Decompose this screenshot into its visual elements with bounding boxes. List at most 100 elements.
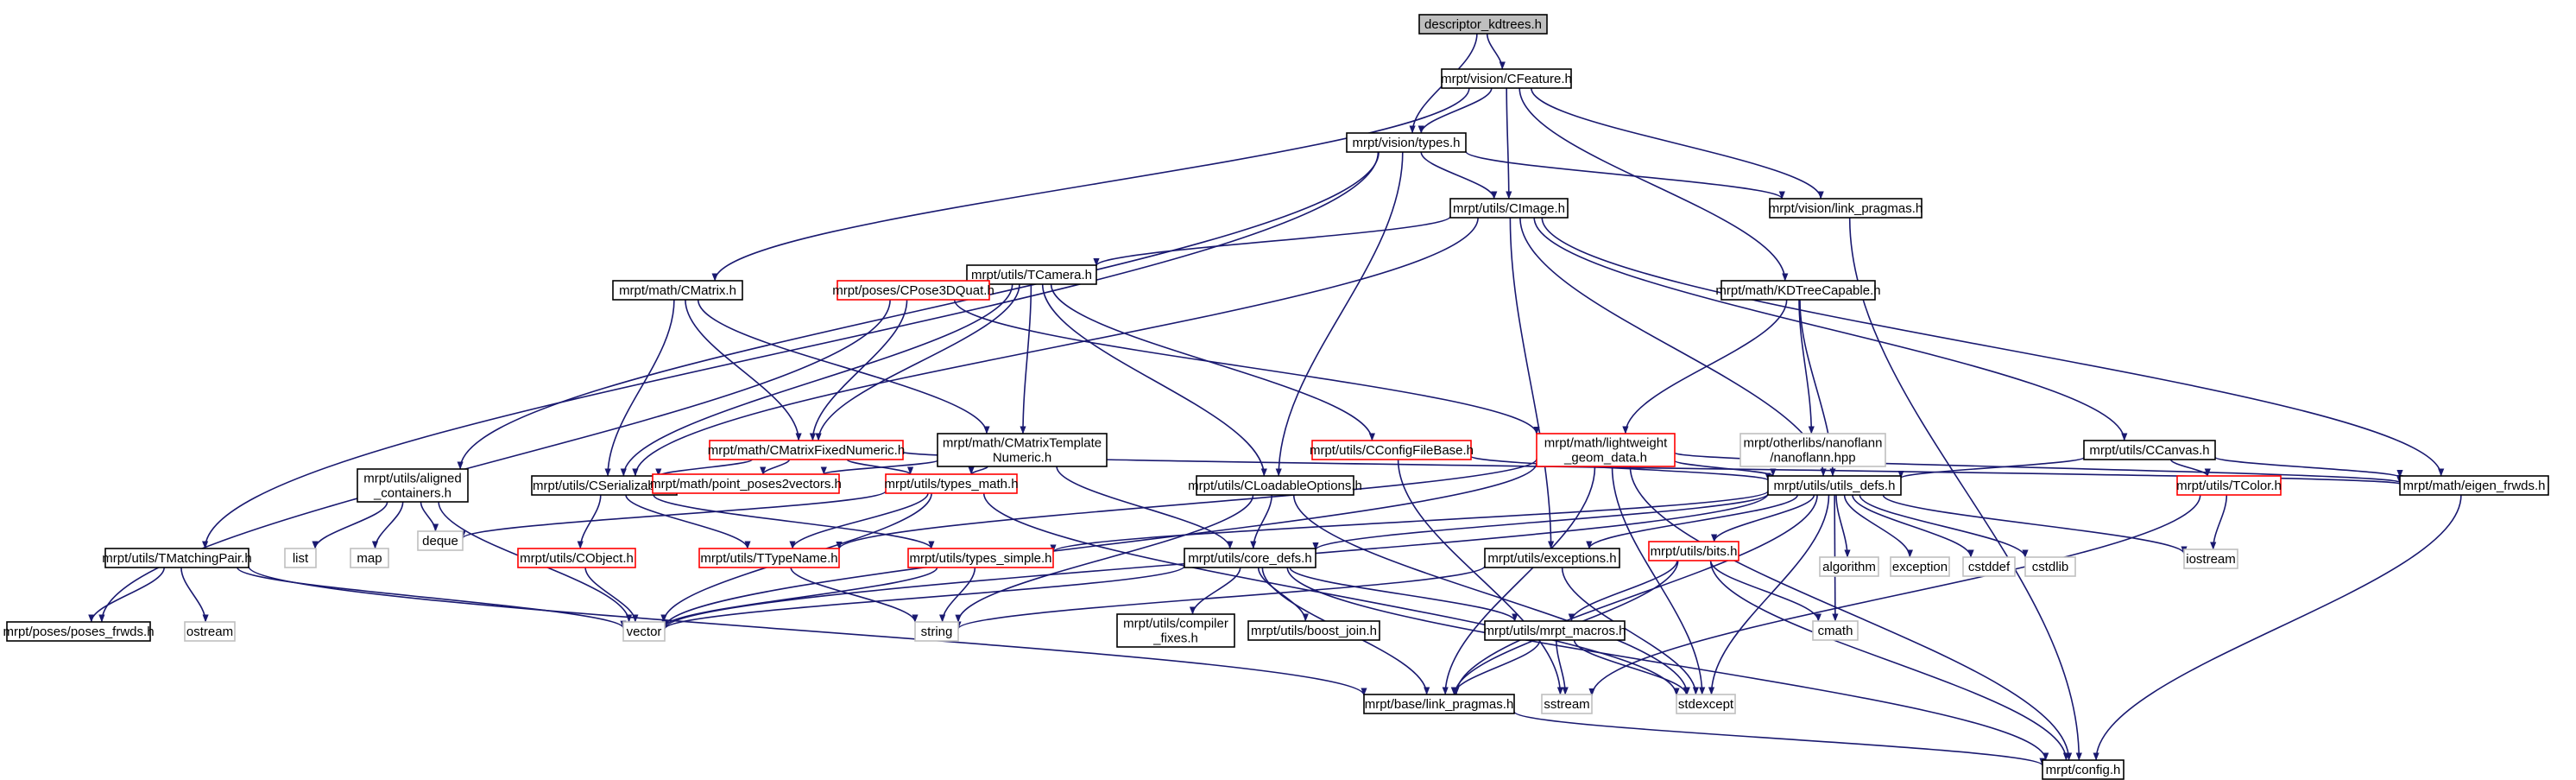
edge-cserializable-to-ttypename: [625, 494, 751, 549]
node-cmatrix[interactable]: mrpt/math/CMatrix.h: [612, 280, 743, 301]
node-label-ccanvas: mrpt/utils/CCanvas.h: [2089, 443, 2209, 458]
node-lightweight[interactable]: mrpt/math/lightweight_geom_data.h: [1536, 433, 1676, 467]
node-label-lightweight-line-2: _geom_data.h: [1563, 451, 1647, 466]
edge-kdtree-to-lightweight: [1622, 299, 1788, 434]
edge-lightweight-to-stdexcept: [1611, 466, 1706, 695]
node-label-coredefs: mrpt/utils/core_defs.h: [1188, 551, 1311, 566]
node-algorithm: algorithm: [1819, 556, 1879, 577]
node-label-stdexcept: stdexcept: [1678, 697, 1734, 712]
node-cpose3dquat[interactable]: mrpt/poses/CPose3DQuat.h: [832, 280, 994, 301]
node-sstream: sstream: [1541, 694, 1593, 714]
node-label-nanoflann-line-1: mrpt/otherlibs/nanoflann: [1744, 436, 1883, 451]
node-label-tcamera: mrpt/utils/TCamera.h: [971, 268, 1092, 282]
node-cloadable[interactable]: mrpt/utils/CLoadableOptions.h: [1188, 475, 1362, 496]
node-label-vtypes: mrpt/vision/types.h: [1352, 136, 1460, 150]
edge-cmatrix-to-cserializable: [604, 299, 675, 477]
node-ccanvas[interactable]: mrpt/utils/CCanvas.h: [2083, 440, 2216, 460]
node-cimage[interactable]: mrpt/utils/CImage.h: [1449, 198, 1569, 219]
node-label-cserializable: mrpt/utils/CSerializable.h: [533, 479, 676, 493]
node-label-utilsdefs: mrpt/utils/utils_defs.h: [1774, 479, 1896, 493]
node-label-tcolor: mrpt/utils/TColor.h: [2176, 479, 2282, 493]
edge-cloadable-to-stdexcept: [1292, 494, 1690, 695]
node-cstddef: cstddef: [1962, 556, 2016, 577]
node-typesmath[interactable]: mrpt/utils/types_math.h: [884, 473, 1019, 494]
node-kdtree[interactable]: mrpt/math/KDTreeCapable.h: [1715, 280, 1881, 301]
node-box-cstdlib: [2024, 556, 2076, 577]
node-list: list: [284, 548, 317, 568]
node-box-exception: [1890, 556, 1950, 577]
edge-tcolor-to-iostream: [2210, 494, 2228, 550]
node-root[interactable]: descriptor_kdtrees.h: [1418, 14, 1548, 35]
node-eigenfrwds[interactable]: mrpt/math/eigen_frwds.h: [2399, 475, 2549, 496]
node-cfeature[interactable]: mrpt/vision/CFeature.h: [1441, 68, 1572, 89]
node-baselinkprag[interactable]: mrpt/base/link_pragmas.h: [1363, 694, 1515, 714]
node-label-tmatching: mrpt/utils/TMatchingPair.h: [102, 551, 251, 566]
edge-eigenfrwds-to-config: [2093, 494, 2462, 761]
node-cstdlib: cstdlib: [2024, 556, 2076, 577]
node-typessimple[interactable]: mrpt/utils/types_simple.h: [907, 548, 1054, 568]
edge-cfeature-to-vtypes: [1417, 87, 1493, 134]
node-cserializable[interactable]: mrpt/utils/CSerializable.h: [531, 475, 678, 496]
node-ttypename[interactable]: mrpt/utils/TTypeName.h: [698, 548, 840, 568]
node-box-nanoflann: [1739, 433, 1886, 467]
edge-lightweight-to-vector: [661, 462, 1537, 628]
node-box-typessimple: [907, 548, 1054, 568]
node-tcolor[interactable]: mrpt/utils/TColor.h: [2176, 475, 2282, 496]
node-label-mrptmacros: mrpt/utils/mrpt_macros.h: [1483, 624, 1626, 638]
node-box-sstream: [1541, 694, 1593, 714]
node-box-compilerfixes: [1116, 613, 1235, 648]
edge-bits-to-cmath: [1709, 560, 1822, 622]
node-label-compilerfixes-line-2: _fixes.h: [1152, 631, 1198, 646]
node-label-config: mrpt/config.h: [2046, 763, 2121, 777]
edge-tcamera-to-cserializable: [620, 283, 1013, 477]
node-vlinkprag[interactable]: mrpt/vision/link_pragmas.h: [1769, 198, 1923, 219]
edge-root-to-cfeature: [1486, 33, 1506, 70]
node-box-cfeature: [1441, 68, 1572, 89]
node-mrptmacros[interactable]: mrpt/utils/mrpt_macros.h: [1483, 620, 1626, 641]
node-box-algorithm: [1819, 556, 1879, 577]
edge-typesmath-to-ttypename: [789, 492, 929, 549]
node-map: map: [350, 548, 389, 568]
node-aligned[interactable]: mrpt/utils/aligned_containers.h: [357, 468, 469, 503]
node-tcamera[interactable]: mrpt/utils/TCamera.h: [966, 264, 1097, 285]
edge-cfeature-to-cimage: [1506, 87, 1512, 200]
node-label-cstdlib: cstdlib: [2032, 560, 2069, 574]
node-label-exception: exception: [1892, 560, 1948, 574]
node-cobject[interactable]: mrpt/utils/CObject.h: [517, 548, 636, 568]
node-bits[interactable]: mrpt/utils/bits.h: [1648, 541, 1739, 561]
node-box-eigenfrwds: [2399, 475, 2549, 496]
edge-cserializable-to-typessimple: [653, 494, 935, 549]
edge-cmatrix-to-cmtemplate: [697, 299, 990, 434]
edge-cloadable-to-string: [955, 494, 1254, 623]
node-label-deque: deque: [422, 534, 458, 549]
node-pointposes[interactable]: mrpt/math/point_poses2vectors.h: [650, 473, 842, 494]
node-stdexcept: stdexcept: [1676, 694, 1736, 714]
edge-utilsdefs-to-stdexcept: [1708, 494, 1830, 695]
node-utilsdefs[interactable]: mrpt/utils/utils_defs.h: [1767, 475, 1902, 496]
edge-cfeature-to-vlinkprag: [1531, 87, 1824, 200]
edge-tmatching-to-baselinkprag: [248, 566, 1367, 696]
node-box-cmtemplate: [937, 433, 1108, 467]
node-cmfixed[interactable]: mrpt/math/CMatrixFixedNumeric.h: [708, 440, 905, 460]
node-config[interactable]: mrpt/config.h: [2042, 759, 2125, 780]
edge-tcolor-to-sstream: [1588, 494, 2201, 696]
node-exceptions[interactable]: mrpt/utils/exceptions.h: [1484, 548, 1620, 568]
node-box-mrptmacros: [1484, 620, 1626, 641]
node-label-typesmath: mrpt/utils/types_math.h: [884, 477, 1018, 491]
node-tmatching[interactable]: mrpt/utils/TMatchingPair.h: [102, 548, 252, 568]
node-posesfrwds[interactable]: mrpt/poses/poses_frwds.h: [3, 621, 155, 642]
edge-aligned-to-deque: [420, 501, 439, 532]
node-label-map: map: [357, 551, 382, 566]
node-cconfigfilebase[interactable]: mrpt/utils/CConfigFileBase.h: [1310, 440, 1474, 460]
node-label-exceptions: mrpt/utils/exceptions.h: [1487, 551, 1616, 566]
edge-coredefs-to-config: [1286, 567, 2049, 761]
node-compilerfixes[interactable]: mrpt/utils/compiler_fixes.h: [1116, 613, 1235, 648]
node-boostjoin[interactable]: mrpt/utils/boost_join.h: [1247, 620, 1380, 641]
node-coredefs[interactable]: mrpt/utils/core_defs.h: [1184, 548, 1316, 568]
node-box-iostream: [2183, 549, 2238, 569]
node-box-tcamera: [966, 264, 1097, 285]
node-nanoflann: mrpt/otherlibs/nanoflann/nanoflann.hpp: [1739, 433, 1886, 467]
node-vtypes[interactable]: mrpt/vision/types.h: [1346, 132, 1467, 153]
node-box-map: [350, 548, 389, 568]
